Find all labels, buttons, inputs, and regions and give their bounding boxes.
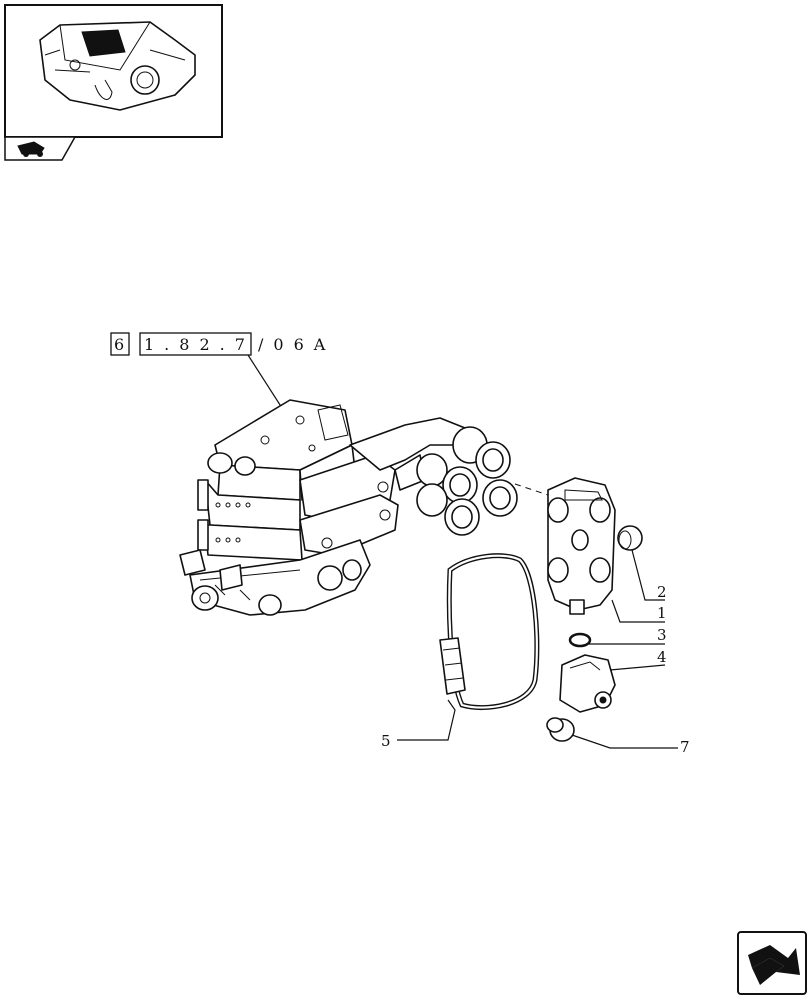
reference-leader <box>247 354 283 409</box>
part-3-o-ring[interactable] <box>568 632 592 648</box>
part-2-cap[interactable] <box>617 525 643 551</box>
callout-4: 4 <box>657 648 667 666</box>
part-4-connector[interactable] <box>559 654 616 713</box>
callout-7: 7 <box>680 738 690 756</box>
callout-1: 1 <box>657 604 667 622</box>
page-arrow-icon[interactable] <box>737 931 807 995</box>
part-5-gasket[interactable] <box>439 553 540 710</box>
tractor-badge-icon <box>17 141 45 157</box>
callout-2: 2 <box>657 583 667 601</box>
part-7-plug[interactable] <box>546 717 575 742</box>
callout-5: 5 <box>381 732 391 750</box>
callout-labels: 2 1 3 4 5 7 <box>381 583 690 756</box>
leader-lines <box>397 549 678 749</box>
reference-suffix: /06A <box>258 335 335 354</box>
part-1-housing[interactable] <box>547 477 616 615</box>
reference-section: 6 <box>114 335 126 354</box>
reference-number: 1.82.7 <box>144 335 255 354</box>
thumbnail-panel[interactable] <box>4 4 223 161</box>
control-valve-block <box>179 399 399 616</box>
coupler-pipes <box>349 417 549 536</box>
reference-code[interactable]: 6 1.82.7 /06A <box>110 332 335 356</box>
valve-assembly-thumbnail-icon <box>39 21 196 111</box>
callout-3: 3 <box>657 626 667 644</box>
